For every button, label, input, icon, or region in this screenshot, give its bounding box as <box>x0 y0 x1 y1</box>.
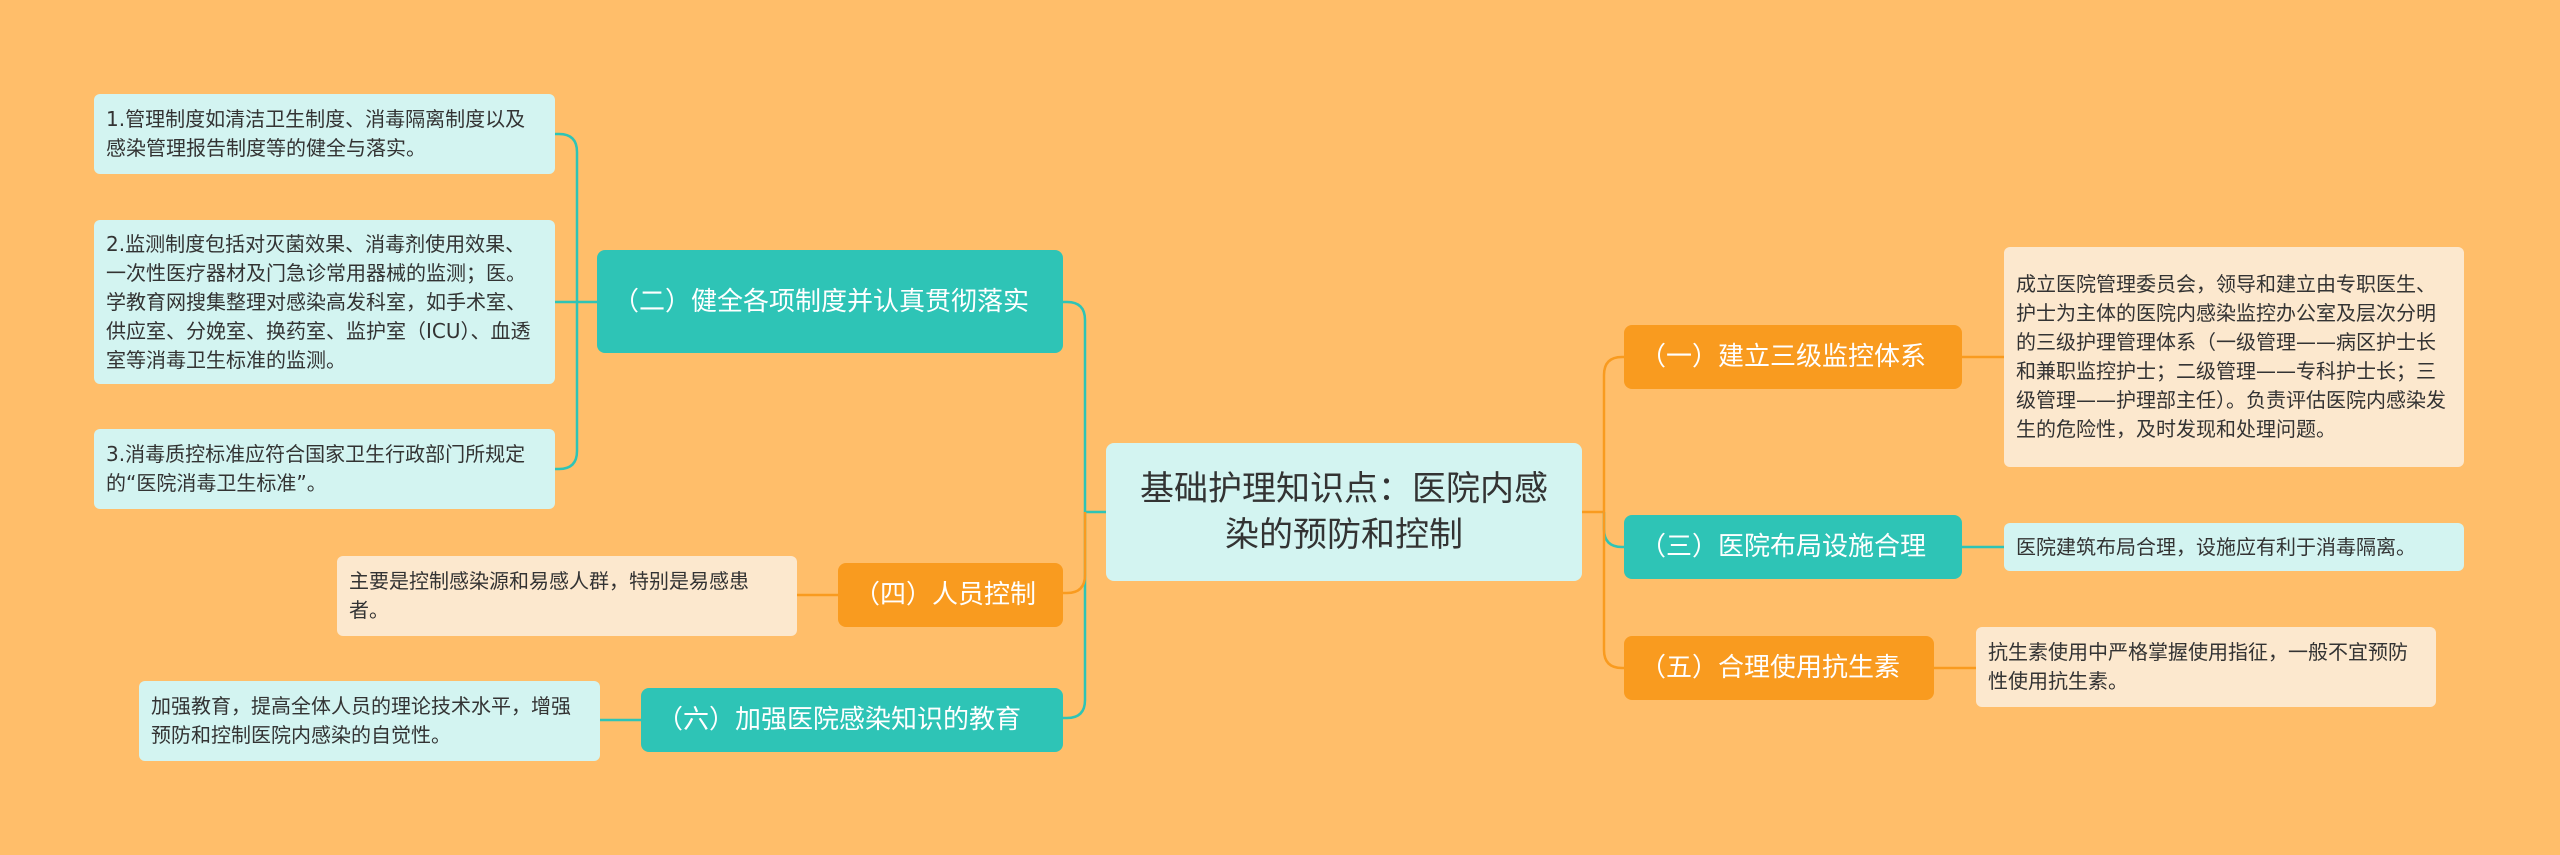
branch-3-layout[interactable]: （三）医院布局设施合理 <box>1624 515 1962 579</box>
leaf-disinfection-standard[interactable]: 3.消毒质控标准应符合国家卫生行政部门所规定的“医院消毒卫生标准”。 <box>94 429 555 509</box>
leaf-monitoring-system[interactable]: 2.监测制度包括对灭菌效果、消毒剂使用效果、一次性医疗器材及门急诊常用器械的监测… <box>94 220 555 384</box>
branch-2-system[interactable]: （二）健全各项制度并认真贯彻落实 <box>597 250 1063 353</box>
branch-1-monitoring[interactable]: （一）建立三级监控体系 <box>1624 325 1962 389</box>
leaf-antibiotics-detail[interactable]: 抗生素使用中严格掌握使用指征，一般不宜预防性使用抗生素。 <box>1976 627 2436 707</box>
branch-4-personnel[interactable]: （四）人员控制 <box>838 563 1063 627</box>
central-topic[interactable]: 基础护理知识点：医院内感染的预防和控制 <box>1106 443 1582 581</box>
leaf-management-system[interactable]: 1.管理制度如清洁卫生制度、消毒隔离制度以及感染管理报告制度等的健全与落实。 <box>94 94 555 174</box>
branch-5-antibiotics[interactable]: （五）合理使用抗生素 <box>1624 636 1934 700</box>
leaf-layout-detail[interactable]: 医院建筑布局合理，设施应有利于消毒隔离。 <box>2004 523 2464 571</box>
leaf-education[interactable]: 加强教育，提高全体人员的理论技术水平，增强预防和控制医院内感染的自觉性。 <box>139 681 600 761</box>
branch-6-education[interactable]: （六）加强医院感染知识的教育 <box>641 688 1063 752</box>
leaf-monitoring-detail[interactable]: 成立医院管理委员会，领导和建立由专职医生、护士为主体的医院内感染监控办公室及层次… <box>2004 247 2464 467</box>
leaf-personnel-control[interactable]: 主要是控制感染源和易感人群，特别是易感患者。 <box>337 556 797 636</box>
